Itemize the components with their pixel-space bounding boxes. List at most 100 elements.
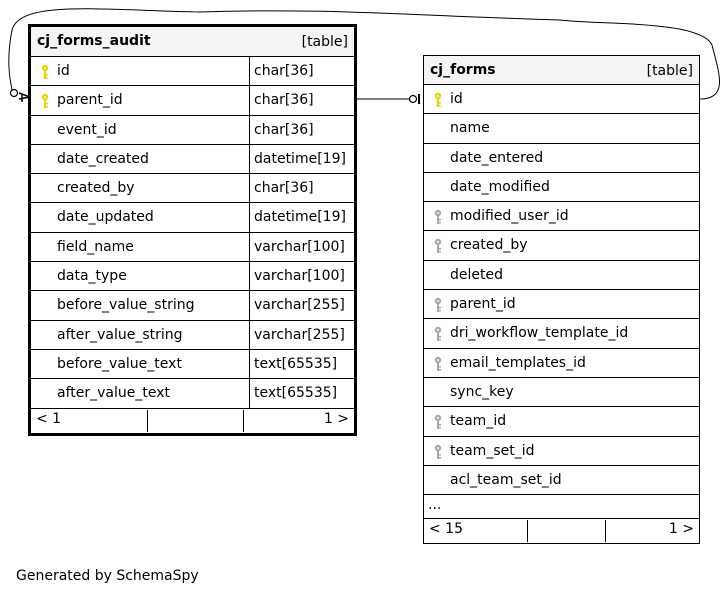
- column-name-cell: before_value_text: [31, 350, 249, 378]
- column-type: char[36]: [249, 86, 354, 115]
- footer-parents-link[interactable]: < 15: [429, 521, 463, 538]
- column-row[interactable]: acl_team_set_id: [424, 466, 699, 496]
- column-name: team_id: [450, 413, 507, 430]
- column-name-cell: date_entered: [424, 144, 699, 172]
- column-row[interactable]: id: [424, 85, 699, 115]
- column-row[interactable]: date_updated datetime[19]: [31, 203, 354, 233]
- column-name: name: [450, 120, 490, 137]
- column-name-cell: deleted: [424, 261, 699, 289]
- footer-divider: [243, 409, 244, 432]
- column-name: date_entered: [450, 149, 544, 166]
- column-name: deleted: [450, 266, 503, 283]
- relationship-curve-zero-marker: [9, 88, 19, 98]
- column-name: date_modified: [450, 178, 550, 195]
- column-name-cell: email_templates_id: [424, 349, 699, 377]
- generated-by-credit: Generated by SchemaSpy: [16, 568, 199, 584]
- column-name-cell: id: [424, 85, 699, 113]
- column-name: event_id: [57, 121, 117, 138]
- column-name: after_value_string: [57, 326, 183, 343]
- footer-divider: [147, 409, 148, 432]
- column-name-cell: team_set_id: [424, 437, 699, 465]
- footer-children-link[interactable]: 1 >: [668, 521, 694, 538]
- column-name: id: [450, 91, 463, 107]
- column-name-cell: name: [424, 114, 699, 142]
- column-row[interactable]: parent_id: [424, 290, 699, 320]
- column-name: acl_team_set_id: [450, 471, 562, 488]
- column-row[interactable]: before_value_text text[65535]: [31, 349, 354, 380]
- more-columns-ellipsis: ...: [424, 495, 699, 520]
- column-name: before_value_string: [57, 297, 195, 314]
- column-row[interactable]: modified_user_id: [424, 202, 699, 232]
- table-name[interactable]: cj_forms: [430, 62, 496, 78]
- column-name-cell: created_by: [31, 174, 249, 202]
- column-row[interactable]: event_id char[36]: [31, 115, 354, 145]
- column-type: varchar[100]: [249, 232, 354, 262]
- column-name-cell: before_value_string: [31, 291, 249, 319]
- column-row[interactable]: created_by: [424, 231, 699, 261]
- column-row[interactable]: deleted: [424, 261, 699, 291]
- column-name-cell: data_type: [31, 262, 249, 290]
- column-name-cell: field_name: [31, 233, 249, 261]
- relationship-curve: [8, 8, 720, 100]
- column-row[interactable]: date_entered: [424, 144, 699, 173]
- column-name-cell: acl_team_set_id: [424, 466, 699, 494]
- column-type: char[36]: [249, 115, 354, 144]
- column-name: created_by: [450, 237, 528, 254]
- column-row[interactable]: before_value_string varchar[255]: [31, 291, 354, 321]
- table-header: cj_forms_audit [table]: [31, 27, 354, 57]
- column-name-cell: team_id: [424, 407, 699, 435]
- column-type: text[65535]: [249, 349, 354, 379]
- column-row[interactable]: date_created datetime[19]: [31, 144, 354, 175]
- column-name-cell: date_modified: [424, 173, 699, 201]
- column-name: before_value_text: [57, 355, 182, 372]
- column-name-cell: date_updated: [31, 203, 249, 231]
- column-name-cell: parent_id: [424, 290, 699, 318]
- column-row[interactable]: dri_workflow_template_id: [424, 319, 699, 349]
- column-name: team_set_id: [450, 442, 535, 459]
- column-type: char[36]: [249, 174, 354, 203]
- column-row[interactable]: name: [424, 114, 699, 144]
- column-type: varchar[100]: [249, 262, 354, 291]
- column-name-cell: date_created: [31, 145, 249, 173]
- footer-divider: [527, 520, 528, 543]
- table-footer: < 1 1 >: [31, 409, 354, 433]
- column-name-cell: after_value_text: [31, 379, 249, 407]
- column-name-cell: event_id: [31, 116, 249, 144]
- column-name-cell: modified_user_id: [424, 202, 699, 230]
- column-row[interactable]: date_modified: [424, 173, 699, 203]
- column-name: modified_user_id: [450, 208, 569, 225]
- table-footer: < 15 1 >: [424, 519, 699, 543]
- column-row[interactable]: team_set_id: [424, 437, 699, 466]
- table-cj-forms[interactable]: cj_forms [table] id name date_entered date_…: [423, 55, 700, 545]
- column-name: parent_id: [450, 296, 516, 313]
- table-kind: [table]: [646, 63, 693, 79]
- column-name: date_created: [57, 150, 149, 167]
- column-row[interactable]: field_name varchar[100]: [31, 232, 354, 263]
- footer-divider: [605, 520, 606, 543]
- column-name-cell: parent_id: [31, 86, 249, 114]
- column-name-cell: dri_workflow_template_id: [424, 319, 699, 347]
- column-type: datetime[19]: [249, 203, 354, 232]
- column-type: datetime[19]: [249, 144, 354, 174]
- footer-parents-link[interactable]: < 1: [36, 410, 62, 427]
- column-name: date_updated: [57, 209, 154, 226]
- table-name[interactable]: cj_forms_audit: [37, 33, 151, 49]
- column-row[interactable]: team_id: [424, 407, 699, 437]
- column-name-cell: sync_key: [424, 378, 699, 406]
- table-kind: [table]: [301, 34, 348, 50]
- column-name: field_name: [57, 238, 134, 255]
- column-row[interactable]: sync_key: [424, 378, 699, 408]
- column-row[interactable]: email_templates_id: [424, 349, 699, 378]
- column-type: text[65535]: [249, 379, 354, 408]
- footer-children-link[interactable]: 1 >: [323, 410, 349, 427]
- table-header: cj_forms [table]: [424, 56, 699, 85]
- column-type: varchar[255]: [249, 291, 354, 320]
